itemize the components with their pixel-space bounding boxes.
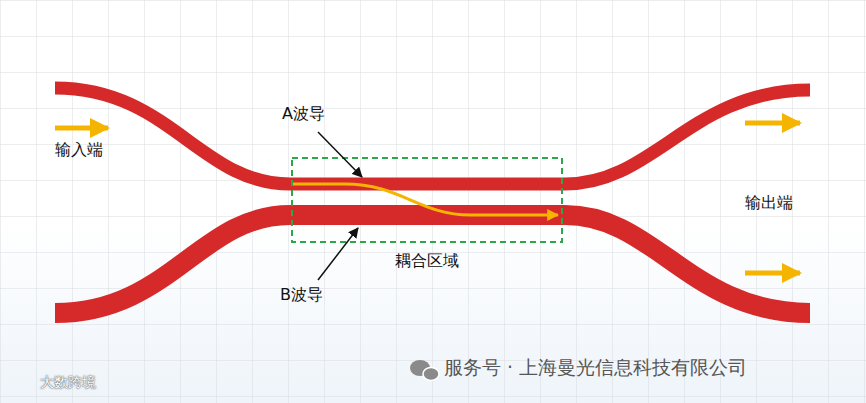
waveguide-a bbox=[55, 88, 810, 184]
wechat-icon bbox=[410, 360, 439, 381]
waveguide-label: B波导 bbox=[280, 285, 323, 304]
input-arrow bbox=[55, 126, 108, 131]
region-label: 耦合区域 bbox=[395, 251, 459, 270]
light-path bbox=[292, 184, 558, 215]
waveguide-b bbox=[55, 215, 810, 313]
coupling-region-box bbox=[292, 158, 562, 242]
output-arrow bbox=[745, 271, 800, 276]
leader-line bbox=[318, 228, 358, 280]
watermark: 服务号 · 上海曼光信息科技有限公司 bbox=[444, 356, 747, 379]
leader-line bbox=[318, 132, 362, 177]
watermark: 大数跨境 bbox=[40, 374, 96, 391]
port-label: 输出端 bbox=[745, 193, 793, 212]
output-arrow bbox=[745, 121, 800, 126]
port-label: 输入端 bbox=[55, 140, 103, 159]
waveguide-label: A波导 bbox=[282, 104, 325, 123]
